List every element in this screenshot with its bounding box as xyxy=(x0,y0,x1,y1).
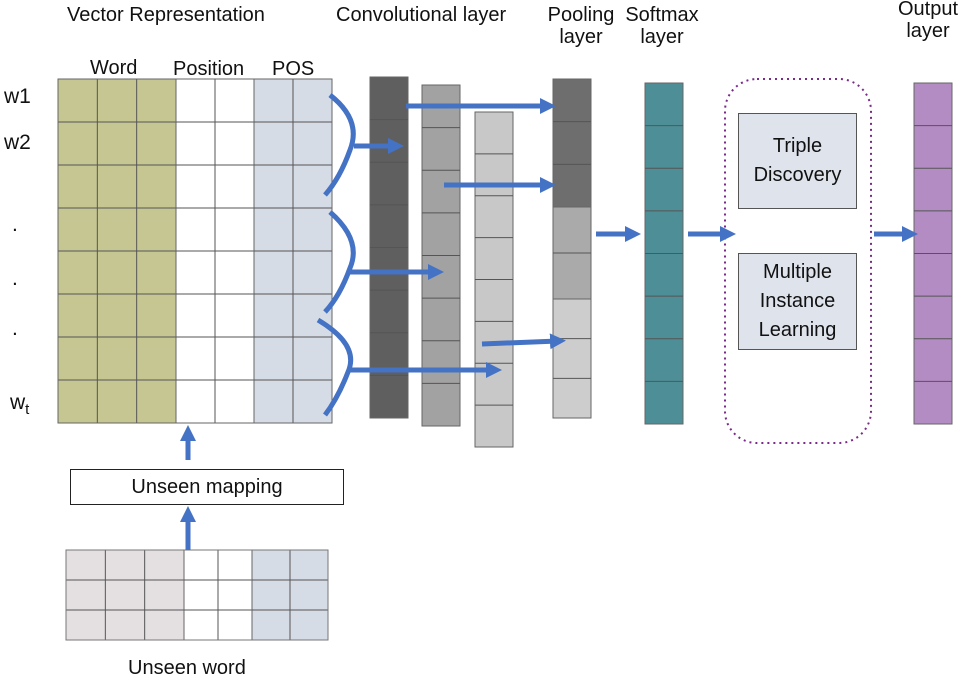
brace-arrow-middle xyxy=(323,210,356,314)
output-layer-title: Output layer xyxy=(897,0,959,42)
position-column-label: Position xyxy=(173,58,245,80)
row-label-w1: w1 xyxy=(4,85,31,108)
word-column-label: Word xyxy=(90,57,138,79)
triple-discovery-box: Triple Discovery xyxy=(738,113,857,209)
pos-column-label: POS xyxy=(272,58,315,80)
pooling-layer-title: Pooling layer xyxy=(547,4,615,48)
row-label-wt-base: w xyxy=(10,391,26,414)
unseen-word-label: Unseen word xyxy=(128,657,246,679)
vector-representation-title: Vector Representation xyxy=(67,4,265,26)
unseen-word-grid-bg xyxy=(65,549,185,641)
softmax-layer-title: Softmax layer xyxy=(625,4,699,48)
convolutional-layer-title: Convolutional layer xyxy=(336,4,507,26)
row-label-wt-sub: t xyxy=(25,401,30,419)
triple-discovery-label: Triple Discovery xyxy=(753,135,842,186)
row-label-dot-2: . xyxy=(12,267,18,290)
unseen-mapping-box: Unseen mapping xyxy=(70,469,344,505)
row-label-w2: w2 xyxy=(4,131,31,154)
unseen-matrix-border xyxy=(65,549,329,641)
row-label-wt: wt xyxy=(10,392,29,421)
multiple-instance-learning-label: Multiple Instance Learning xyxy=(758,261,837,341)
multiple-instance-learning-box: Multiple Instance Learning xyxy=(738,253,857,350)
brace-arrow-top xyxy=(323,93,356,197)
pooling-block-top-bg xyxy=(552,78,592,208)
embedding-matrix-border xyxy=(57,78,333,424)
pooling-block-bottom-bg xyxy=(552,298,592,419)
row-label-dot-3: . xyxy=(12,317,18,340)
row-label-dot-1: . xyxy=(12,213,18,236)
mil-dotted-container xyxy=(724,78,872,444)
arrow-to-pool-3 xyxy=(481,333,566,350)
unseen-mapping-label: Unseen mapping xyxy=(131,475,283,498)
